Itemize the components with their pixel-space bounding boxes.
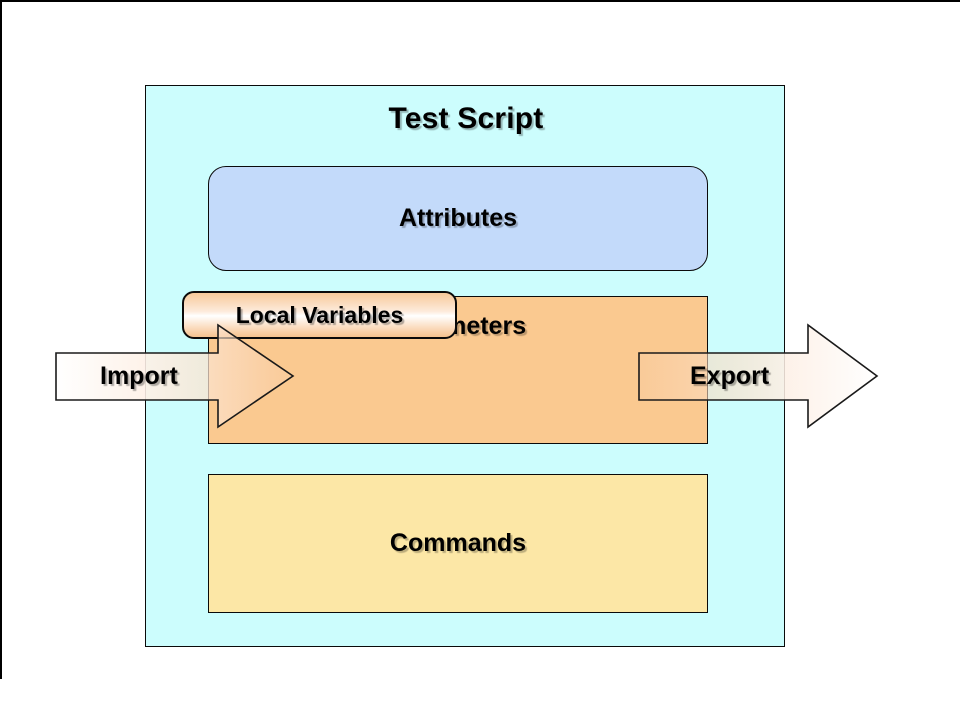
- section-attributes: Attributes: [208, 166, 708, 271]
- section-commands-label: Commands: [389, 529, 527, 557]
- local-variables-label: Local Variables: [235, 301, 404, 328]
- page-border-left: [0, 0, 2, 679]
- section-attributes-label: Attributes: [398, 204, 518, 232]
- export-arrow-label: Export: [690, 362, 770, 390]
- page-title: Test Script: [388, 102, 544, 135]
- import-arrow-label: Import: [100, 362, 178, 390]
- section-commands: Commands: [208, 474, 708, 613]
- page-border-top: [0, 0, 960, 2]
